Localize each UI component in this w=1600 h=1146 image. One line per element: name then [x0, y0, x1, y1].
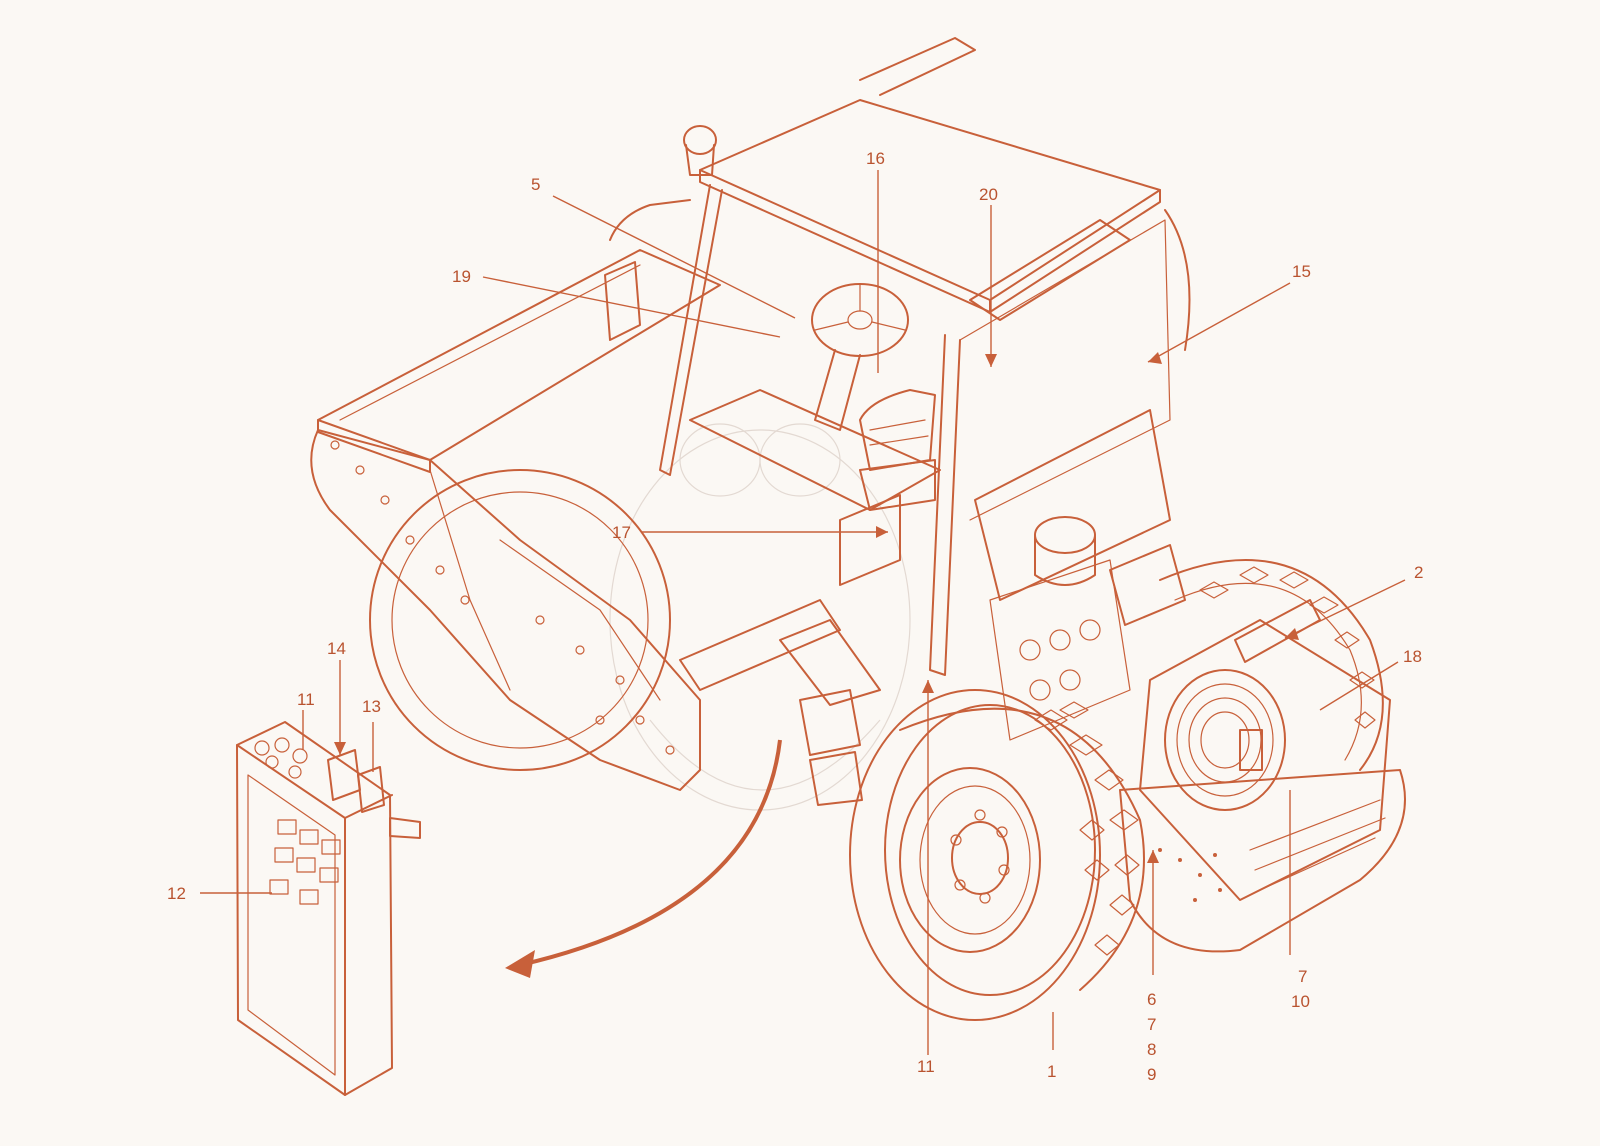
callout-9: 9 [1147, 1065, 1156, 1084]
electrical-cabinet [236, 721, 421, 1096]
callout-16: 16 [866, 149, 885, 168]
watermark [609, 423, 911, 811]
callout-8: 8 [1147, 1040, 1156, 1059]
swing-out-arrow [505, 739, 782, 978]
callout-10: 10 [1291, 992, 1310, 1011]
front-drum-assembly [310, 249, 841, 791]
callout-15: 15 [1292, 262, 1311, 281]
callout-18: 18 [1403, 647, 1422, 666]
callout-5: 5 [531, 175, 540, 194]
leader-arrowheads [334, 352, 1299, 863]
callout-6: 6 [1147, 990, 1156, 1009]
callout-17: 17 [612, 523, 631, 542]
callout-7-right: 7 [1298, 967, 1307, 986]
callout-11-cabinet: 11 [297, 690, 315, 709]
callout-2: 2 [1414, 563, 1423, 582]
callout-20: 20 [979, 185, 998, 204]
callout-19: 19 [452, 267, 471, 286]
callout-labels: 5 19 16 20 15 17 2 18 11 1 6 7 8 9 7 10 … [167, 149, 1423, 1084]
front-wheel [849, 689, 1145, 1021]
cooling-fan-icon [1164, 669, 1286, 811]
rear-tyre-back [1159, 559, 1384, 771]
callout-7-left: 7 [1147, 1015, 1156, 1034]
callout-12: 12 [167, 884, 186, 903]
cab [604, 37, 1191, 806]
leader-lines [200, 170, 1406, 1055]
callout-13: 13 [362, 697, 381, 716]
callout-14: 14 [327, 639, 346, 658]
beacon-light-icon [683, 125, 717, 176]
callout-11-machine: 11 [917, 1057, 935, 1076]
steering-wheel-icon [811, 283, 909, 431]
callout-1: 1 [1047, 1062, 1056, 1081]
